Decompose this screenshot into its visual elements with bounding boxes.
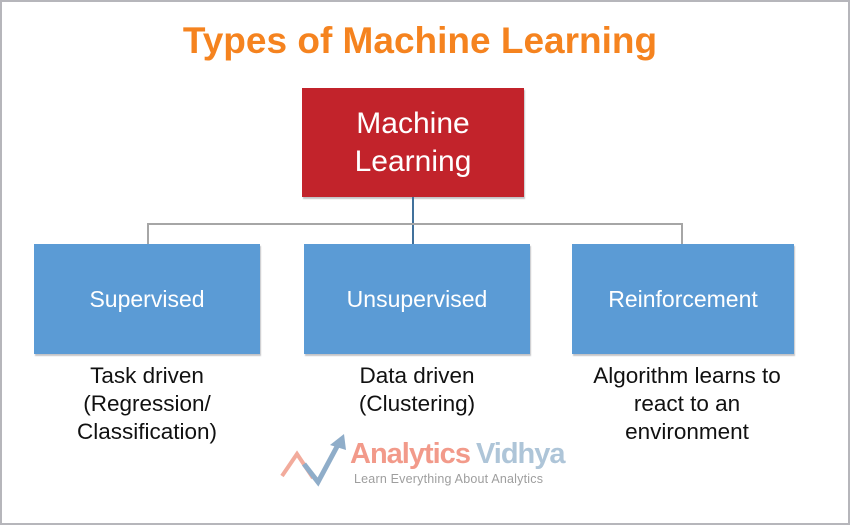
node-machine-learning: Machine Learning: [302, 88, 524, 197]
diagram-title: Types of Machine Learning: [182, 20, 658, 61]
description-supervised: Task driven (Regression/ Classification): [76, 363, 218, 444]
description-unsupervised: Data driven (Clustering): [358, 363, 476, 416]
description-reinforcement: Algorithm learns to react to an environm…: [593, 363, 781, 444]
logo-tagline: Learn Everything About Analytics: [354, 472, 544, 486]
node-supervised: Supervised: [34, 244, 260, 354]
logo-word-analytics: Analytics: [350, 438, 471, 470]
node-unsupervised: Unsupervised: [304, 244, 530, 354]
node-reinforcement: Reinforcement: [572, 244, 794, 354]
trend-arrow-icon: [280, 434, 346, 487]
connector-horizontal: [147, 223, 683, 225]
connector-root-vertical: [412, 197, 414, 244]
connector-right-vertical: [681, 224, 683, 244]
connector-left-vertical: [147, 224, 149, 244]
logo-word-vidhya: Vidhya: [475, 438, 566, 470]
